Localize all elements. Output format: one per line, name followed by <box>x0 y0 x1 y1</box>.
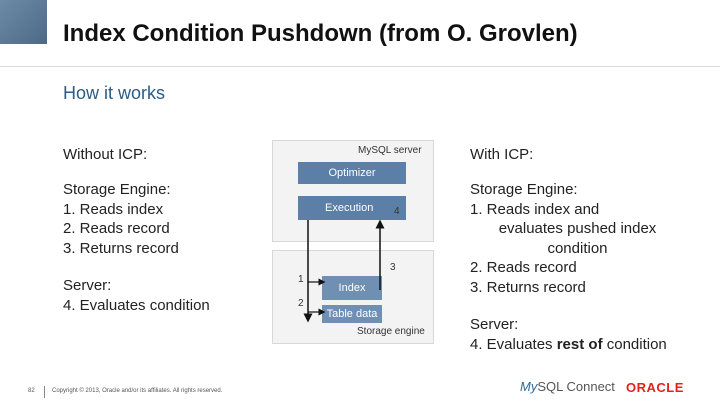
text-line: 3. Returns record <box>470 278 586 296</box>
optimizer-box: Optimizer <box>298 162 406 184</box>
text-line: 3. Returns record <box>63 239 179 257</box>
with-icp-storage-steps: Storage Engine: 1. Reads index and evalu… <box>470 180 685 297</box>
without-icp-heading: Without ICP: <box>63 146 148 163</box>
step-1-label: 1 <box>298 274 304 285</box>
step-2-label: 2 <box>298 298 304 309</box>
mysql-server-box <box>272 140 434 242</box>
text-line: 2. Reads record <box>63 220 170 237</box>
text-line: Storage Engine: <box>470 181 578 198</box>
page-number: 82 <box>28 388 35 394</box>
slide-title: Index Condition Pushdown (from O. Grovle… <box>63 20 578 47</box>
corner-accent <box>0 0 47 44</box>
without-icp-server-steps: Server: 4. Evaluates condition <box>63 276 210 315</box>
text-fragment: condition <box>602 335 667 353</box>
mysql-server-label: MySQL server <box>358 145 422 156</box>
slide-subtitle: How it works <box>63 83 166 103</box>
with-icp-heading: With ICP: <box>470 146 534 163</box>
step-4-label: 4 <box>394 206 400 217</box>
text-line: 1. Reads index and <box>470 200 600 218</box>
text-line: 4. Evaluates condition <box>63 296 210 314</box>
copyright-text: Copyright © 2013, Oracle and/or its affi… <box>52 388 223 394</box>
logo-part: My <box>520 379 538 394</box>
text-line: condition <box>547 239 608 257</box>
text-line: Server: <box>470 316 519 333</box>
mysql-connect-logo: MySQL Connect <box>520 379 615 394</box>
text-line: Server: <box>63 277 112 294</box>
text-line: Storage Engine: <box>63 181 171 198</box>
oracle-logo: ORACLE <box>626 380 684 395</box>
without-icp-storage-steps: Storage Engine: 1. Reads index 2. Reads … <box>63 180 179 258</box>
index-box: Index <box>322 276 382 300</box>
execution-box: Execution <box>298 196 406 220</box>
storage-engine-label: Storage engine <box>357 326 425 337</box>
text-fragment: 4. Evaluates <box>470 335 557 353</box>
title-divider <box>0 66 720 67</box>
text-line: evaluates pushed index <box>498 220 657 237</box>
logo-part: SQL Connect <box>537 379 615 394</box>
text-line: 2. Reads record <box>470 259 577 276</box>
table-data-box: Table data <box>322 305 382 323</box>
text-line: 4. Evaluates rest of condition <box>470 335 667 355</box>
storage-engine-box <box>272 250 434 344</box>
bold-fragment: rest of <box>556 335 603 353</box>
arrows-svg <box>303 219 385 323</box>
with-icp-server-steps: Server: 4. Evaluates rest of condition <box>470 315 667 354</box>
text-line: 1. Reads index <box>63 200 164 218</box>
step-3-label: 3 <box>390 262 396 273</box>
footer-divider <box>44 386 45 398</box>
